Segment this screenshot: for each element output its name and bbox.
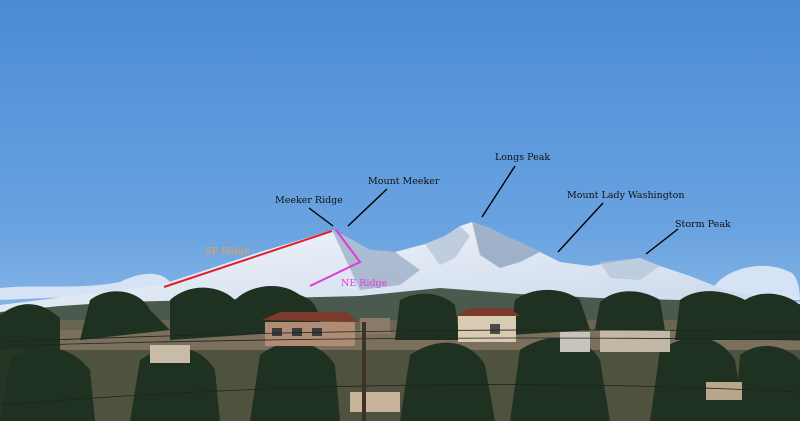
- label-storm-peak: Storm Peak: [675, 219, 731, 230]
- label-se-ridge: SE Ridge: [205, 246, 250, 257]
- pointer-meeker-ridge: [308, 207, 334, 227]
- label-mount-lady-washington: Mount Lady Washington: [567, 190, 685, 201]
- haze-clouds: [0, 273, 240, 300]
- label-ne-ridge: NE Ridge: [341, 278, 388, 289]
- se-ridge-line: [163, 230, 333, 288]
- label-meeker-ridge: Meeker Ridge: [275, 195, 343, 206]
- ne-ridge-line: [309, 229, 362, 287]
- label-longs-peak: Longs Peak: [495, 152, 551, 163]
- pointer-storm-peak: [645, 228, 679, 255]
- pointer-longs-peak: [481, 165, 516, 218]
- utility-pole: [362, 322, 366, 421]
- pointer-mount-meeker: [347, 188, 388, 227]
- houses: [150, 308, 742, 412]
- pointer-mount-lady-washington: [557, 202, 604, 253]
- power-lines: [0, 329, 800, 406]
- label-mount-meeker: Mount Meeker: [368, 176, 440, 187]
